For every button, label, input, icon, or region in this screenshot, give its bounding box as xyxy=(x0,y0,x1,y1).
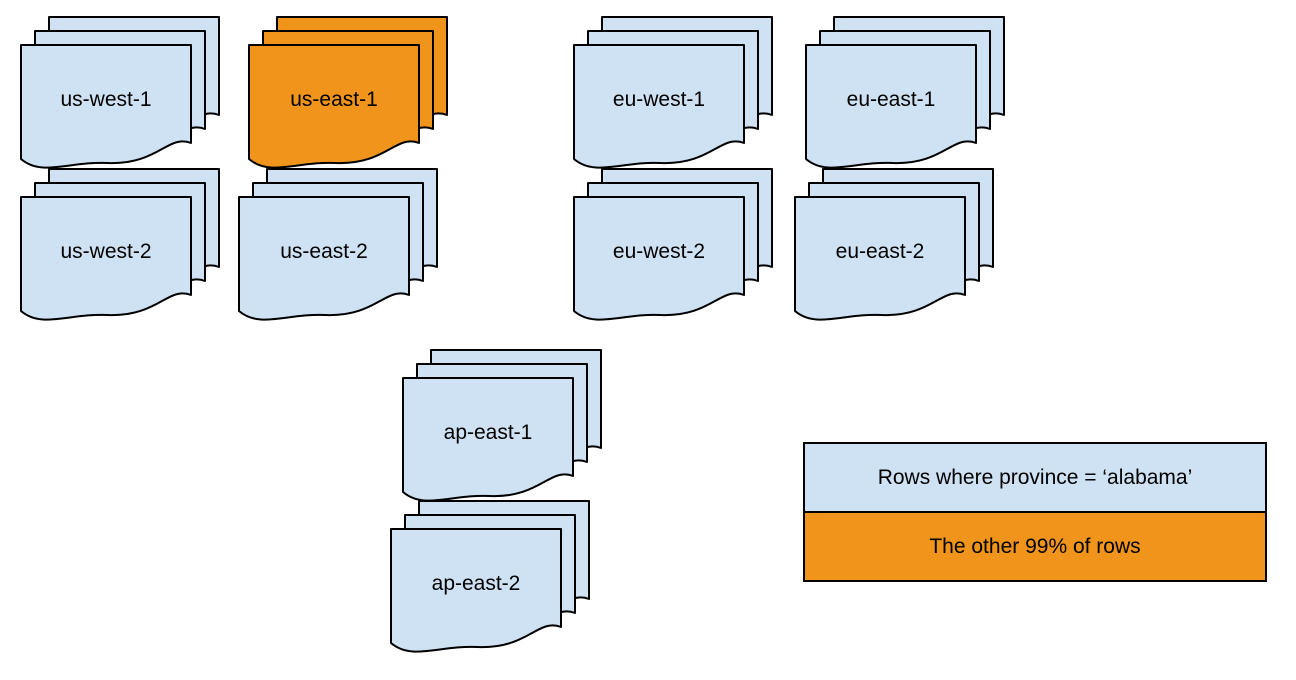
region-stack-ap-east-2: ap-east-2 xyxy=(390,500,590,656)
document-stack-icon xyxy=(20,16,220,169)
document-stack-icon xyxy=(573,16,773,169)
document-stack-icon xyxy=(248,16,448,169)
document-stack-icon xyxy=(805,16,1005,169)
region-stack-ap-east-1: ap-east-1 xyxy=(402,349,602,505)
legend-item-label: Rows where province = ‘alabama’ xyxy=(877,465,1193,489)
region-stack-us-west-1: us-west-1 xyxy=(20,16,220,172)
legend-item-alabama-rows: Rows where province = ‘alabama’ xyxy=(805,444,1265,513)
legend-item-other-rows: The other 99% of rows xyxy=(805,513,1265,580)
document-stack-icon xyxy=(402,349,602,502)
document-stack-icon xyxy=(238,168,438,321)
region-stack-us-west-2: us-west-2 xyxy=(20,168,220,324)
region-stack-us-east-1: us-east-1 xyxy=(248,16,448,172)
document-stack-icon xyxy=(573,168,773,321)
region-stack-eu-west-1: eu-west-1 xyxy=(573,16,773,172)
region-stack-eu-east-2: eu-east-2 xyxy=(794,168,994,324)
document-stack-icon xyxy=(794,168,994,321)
region-stack-eu-east-1: eu-east-1 xyxy=(805,16,1005,172)
region-stack-us-east-2: us-east-2 xyxy=(238,168,438,324)
region-stack-eu-west-2: eu-west-2 xyxy=(573,168,773,324)
legend: Rows where province = ‘alabama’ The othe… xyxy=(803,442,1267,582)
document-stack-icon xyxy=(390,500,590,653)
legend-item-label: The other 99% of rows xyxy=(929,534,1141,558)
document-stack-icon xyxy=(20,168,220,321)
